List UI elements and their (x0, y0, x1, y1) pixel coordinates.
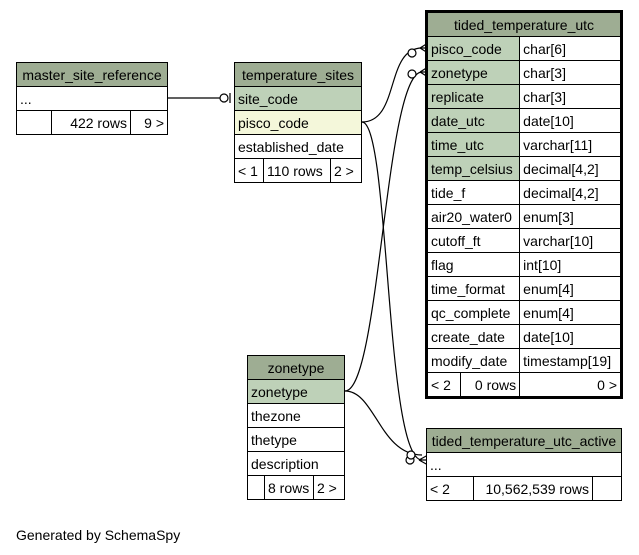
row-count: 10,562,539 rows (473, 476, 593, 501)
column-name[interactable]: create_date (426, 324, 521, 349)
table-master-site-reference[interactable]: master_site_reference ... 422 rows 9 > (16, 62, 168, 135)
column-name[interactable]: flag (426, 252, 521, 277)
column-name[interactable]: time_format (426, 276, 521, 301)
column-thetype[interactable]: thetype (247, 427, 345, 452)
column-zonetype[interactable]: zonetype (247, 379, 345, 404)
column-type: enum[3] (519, 204, 621, 229)
column-type: varchar[11] (519, 132, 621, 157)
relationship-pisco-to-active (361, 121, 423, 461)
column-type: char[3] (519, 60, 621, 85)
column-name[interactable]: temp_celsius (426, 156, 521, 181)
parents-cell (16, 110, 52, 135)
column-name[interactable]: pisco_code (426, 36, 521, 61)
column-type: decimal[4,2] (519, 180, 621, 205)
parents-cell (247, 475, 265, 500)
row-count: 422 rows (51, 110, 131, 135)
children-link[interactable]: 0 > (519, 372, 621, 397)
ellipsis-row: ... (426, 452, 622, 477)
ellipsis-row: ... (16, 86, 168, 111)
parents-link[interactable]: < 1 (234, 158, 264, 183)
parents-link[interactable]: < 2 (426, 476, 474, 501)
table-title[interactable]: tided_temperature_utc (427, 12, 621, 37)
column-name[interactable]: tide_f (426, 180, 521, 205)
column-type: enum[4] (519, 300, 621, 325)
column-pisco-code[interactable]: pisco_code (234, 110, 362, 135)
column-name[interactable]: replicate (426, 84, 521, 109)
column-name[interactable]: cutoff_ft (426, 228, 521, 253)
children-link[interactable]: 2 > (313, 475, 345, 500)
column-type: decimal[4,2] (519, 156, 621, 181)
column-type: varchar[10] (519, 228, 621, 253)
table-temperature-sites[interactable]: temperature_sites site_code pisco_code e… (234, 62, 362, 183)
parents-link[interactable]: < 2 (427, 372, 461, 397)
table-title[interactable]: tided_temperature_utc_active (426, 428, 622, 453)
row-count: 8 rows (264, 475, 314, 500)
table-tided-temperature-utc-active[interactable]: tided_temperature_utc_active ... < 2 10,… (426, 428, 622, 501)
column-type: date[10] (519, 108, 621, 133)
row-count: 110 rows (263, 158, 331, 183)
column-type: enum[4] (519, 276, 621, 301)
row-count: 0 rows (459, 372, 521, 397)
column-type: char[6] (519, 36, 621, 61)
column-type: int[10] (519, 252, 621, 277)
column-established-date[interactable]: established_date (234, 134, 362, 159)
column-type: date[10] (519, 324, 621, 349)
relationship-pisco-to-utc (361, 47, 423, 123)
table-title[interactable]: zonetype (247, 355, 345, 380)
column-name[interactable]: air20_water0 (426, 204, 521, 229)
column-name[interactable]: time_utc (426, 132, 521, 157)
children-link[interactable]: 2 > (330, 158, 362, 183)
table-title[interactable]: master_site_reference (16, 62, 168, 87)
table-title[interactable]: temperature_sites (234, 62, 362, 87)
table-zonetype[interactable]: zonetype zonetype thezone thetype descri… (247, 355, 345, 500)
column-thezone[interactable]: thezone (247, 403, 345, 428)
column-description[interactable]: description (247, 451, 345, 476)
column-name[interactable]: qc_complete (426, 300, 521, 325)
children-link[interactable]: 9 > (130, 110, 168, 135)
footer-credit: Generated by SchemaSpy (16, 527, 181, 543)
column-name[interactable]: modify_date (426, 348, 521, 373)
column-name[interactable]: zonetype (426, 60, 521, 85)
children-cell (592, 476, 622, 501)
column-site-code[interactable]: site_code (234, 86, 362, 111)
column-type: char[3] (519, 84, 621, 109)
column-name[interactable]: date_utc (426, 108, 521, 133)
column-type: timestamp[19] (519, 348, 621, 373)
relationship-zonetype-to-utc (344, 71, 423, 392)
